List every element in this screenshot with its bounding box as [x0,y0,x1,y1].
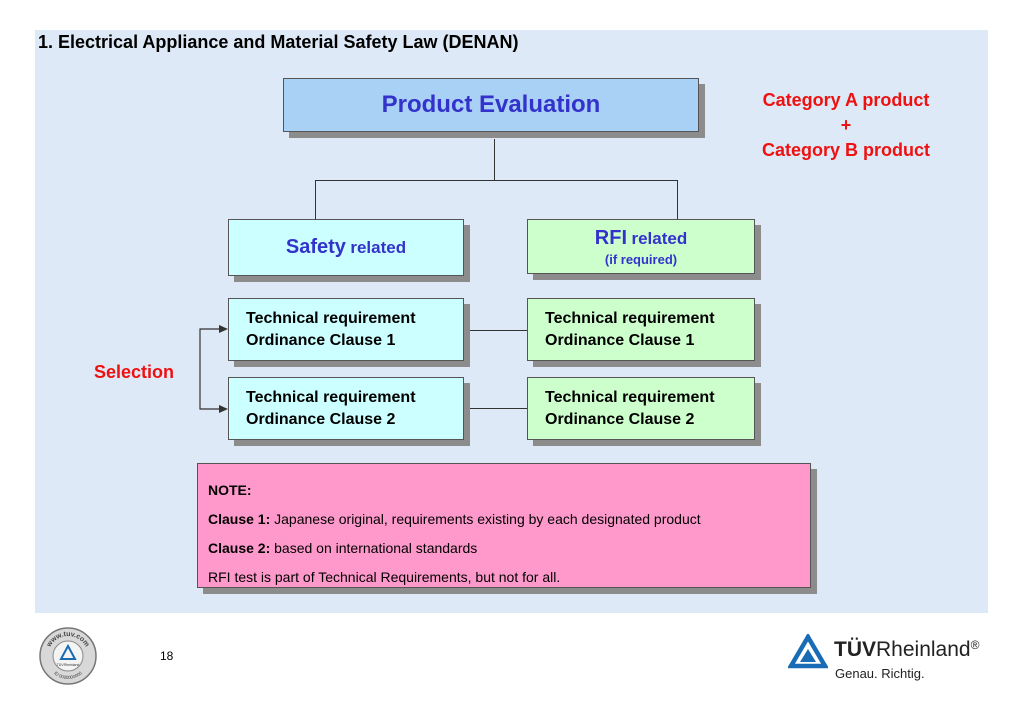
selection-bracket [199,325,228,413]
bracket-line [199,328,220,410]
connector-top-vertical [494,139,495,180]
safety-clause2-line1: Technical requirement [246,388,416,406]
note-clause1-line: Clause 1: Japanese original, requirement… [208,511,810,540]
rfi-clause2-line2: Ordinance Clause 2 [545,410,695,428]
safety-clause1-box: Technical requirement Ordinance Clause 1 [228,298,464,361]
connector-clause1 [464,330,527,331]
note-heading: NOTE: [208,482,252,498]
rfi-clause2-box: Technical requirement Ordinance Clause 2 [527,377,755,440]
product-evaluation-label: Product Evaluation [381,91,601,118]
logo-registered: ® [970,638,980,652]
connector-horizontal [315,180,677,181]
svg-text:ID 0000000000: ID 0000000000 [53,670,83,680]
rfi-main: RFI [594,226,627,249]
rfi-if-required: (if required) [604,251,678,267]
rfi-suffix: related [631,228,688,248]
logo-rheinland: Rheinland [876,638,971,661]
note-clause1-text: Japanese original, requirements existing… [270,511,701,527]
note-clause1-label: Clause 1: [208,511,271,527]
rfi-clause2-line1: Technical requirement [545,388,715,406]
rfi-label: RFI related [595,227,687,250]
safety-clause2-line2: Ordinance Clause 2 [246,410,396,428]
tuv-triangle-icon [788,634,828,669]
tuv-rheinland-logo: TÜVRheinland® Genau. Richtig. [788,632,998,682]
tuv-seal-icon: www.tuv.com TÜVRheinland ID 0000000000 [39,627,97,685]
rfi-related-box: RFI related (if required) [527,219,755,274]
note-rfi-text: RFI test is part of Technical Requiremen… [208,569,561,585]
note-clause2-line: Clause 2: based on international standar… [208,540,810,569]
category-note: Category A product + Category B product [746,88,946,163]
rfi-clause1-line2: Ordinance Clause 1 [545,331,695,349]
note-heading-line: NOTE: [208,482,810,511]
connector-clause2 [464,408,527,409]
note-clause2-label: Clause 2: [208,540,271,556]
safety-clause1-line1: Technical requirement [246,309,416,327]
seal-id-text: ID 0000000000 [53,670,83,680]
logo-tuv: TÜV [834,638,876,661]
safety-label: Safety related [286,236,406,259]
seal-inner-text: TÜVRheinland [57,663,80,667]
connector-right-drop [677,180,678,219]
rfi-clause1-box: Technical requirement Ordinance Clause 1 [527,298,755,361]
note-clause2-text: based on international standards [270,540,478,556]
category-a-label: Category A product [762,90,930,110]
rfi-clause1-line1: Technical requirement [545,309,715,327]
safety-clause2-box: Technical requirement Ordinance Clause 2 [228,377,464,440]
safety-suffix: related [350,238,407,257]
note-box: NOTE: Clause 1: Japanese original, requi… [197,463,811,588]
arrow-up-clause [219,325,228,333]
safety-clause1-line2: Ordinance Clause 1 [246,331,396,349]
arrow-down-clause [219,405,228,413]
connector-left-drop [315,180,316,219]
category-b-label: Category B product [761,140,930,160]
page-number: 18 [160,649,174,663]
selection-label: Selection [94,362,175,382]
logo-wordmark: TÜVRheinland® [834,638,979,662]
safety-main: Safety [285,236,346,258]
safety-related-box: Safety related [228,219,464,276]
logo-tagline: Genau. Richtig. [835,666,925,681]
page-title: 1. Electrical Appliance and Material Saf… [38,32,519,52]
category-plus: + [840,115,852,135]
product-evaluation-box: Product Evaluation [283,78,699,132]
